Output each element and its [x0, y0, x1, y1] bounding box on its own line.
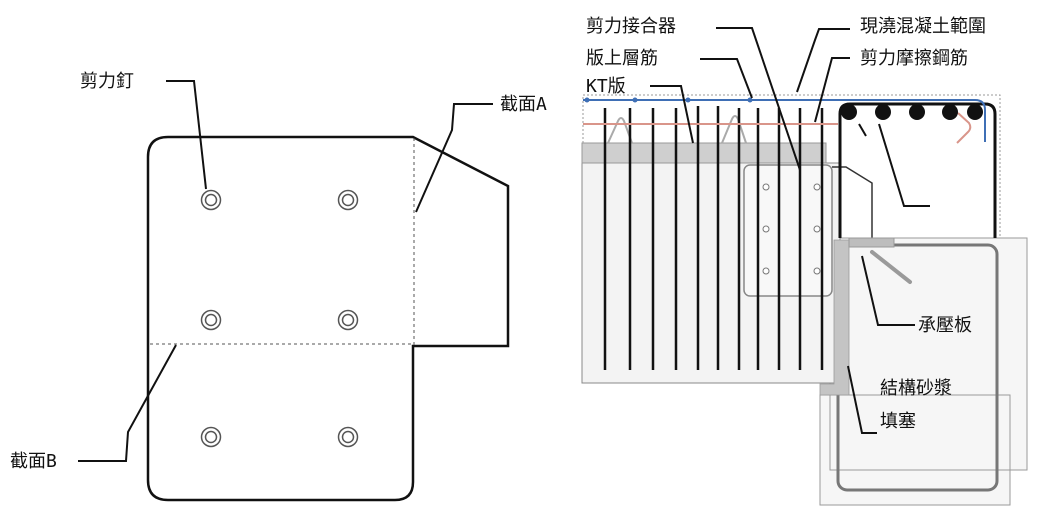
grout-leader	[847, 365, 877, 434]
section-a-label: 截面A	[500, 94, 547, 115]
shear-stud	[337, 189, 359, 211]
top-rebar-label: 版上層筋	[586, 48, 658, 69]
kt-slab-leader	[650, 85, 694, 144]
beam-main-bar	[909, 104, 925, 120]
connector-hole	[813, 267, 821, 275]
slab-vertical-bars	[603, 106, 824, 370]
shear-friction-rebar-label: 剪力摩擦鋼筋	[860, 48, 968, 69]
bearing-plate-leader	[861, 255, 915, 326]
cast-in-place-range-leader	[796, 28, 850, 93]
shear-connector-leader	[716, 27, 801, 171]
top-rebar-leader	[700, 58, 753, 99]
bar-hook-stroke	[858, 123, 867, 137]
beam-main-bar	[841, 104, 857, 120]
beam-main-bar	[967, 104, 983, 120]
top-rebar-dot	[747, 97, 753, 103]
shear-stud	[200, 309, 222, 331]
bearing-plate-label: 承壓板	[918, 315, 972, 336]
shear-stud-leader	[166, 80, 207, 190]
connector-hole	[762, 183, 770, 191]
top-rebar-dot	[584, 97, 590, 103]
shear-stud	[200, 426, 222, 448]
kt-slab-topping	[581, 142, 827, 164]
connector-hole	[762, 267, 770, 275]
shear-stud	[337, 309, 359, 331]
section-b-leader	[78, 344, 177, 462]
beam-main-bar	[875, 104, 891, 120]
kt-slab-label: KT版	[586, 76, 626, 97]
shear-stud	[337, 426, 359, 448]
shear-connector-label: 剪力接合器	[586, 16, 676, 37]
slab-top-rebar	[583, 99, 986, 142]
connector-hole	[762, 225, 770, 233]
shear-stud	[200, 189, 222, 211]
precast-beam-lower-edge	[819, 394, 1011, 506]
connector-hole	[813, 183, 821, 191]
connector-plate-elevation: 剪力釘 截面A 截面B	[10, 71, 547, 502]
shear-stud-label: 剪力釘	[80, 71, 134, 92]
cast-in-place-range-label: 現澆混凝土範圍	[860, 16, 986, 37]
unlabeled-leader	[878, 123, 930, 207]
shear-friction-rebar-hook	[956, 112, 972, 144]
beam-main-bar	[942, 104, 958, 120]
cast-in-place-boundary	[582, 94, 1001, 237]
beam-stirrup-top	[838, 102, 997, 238]
grout-label-line2: 填塞	[880, 411, 916, 432]
connector-hole	[813, 225, 821, 233]
bearing-plate	[848, 237, 895, 248]
top-rebar-dot	[685, 97, 691, 103]
section-a-leader	[415, 103, 493, 213]
lattice-truss-bar	[607, 117, 633, 144]
lattice-truss-bar	[721, 115, 747, 144]
precast-beam-body	[829, 237, 1028, 471]
shear-friction-rebar-leader	[814, 57, 850, 123]
plate-outline	[146, 135, 510, 502]
top-rebar-dot	[632, 97, 638, 103]
shear-connector-plate	[743, 164, 833, 297]
bearing-plate-anchor	[870, 250, 912, 284]
grout-label-line1: 結構砂漿	[880, 378, 952, 399]
section-b-label: 截面B	[10, 451, 57, 472]
connection-section: 剪力接合器 版上層筋 KT版 現澆混凝土範圍 剪力摩擦鋼筋 承壓板 結構砂漿 填…	[581, 16, 1028, 506]
